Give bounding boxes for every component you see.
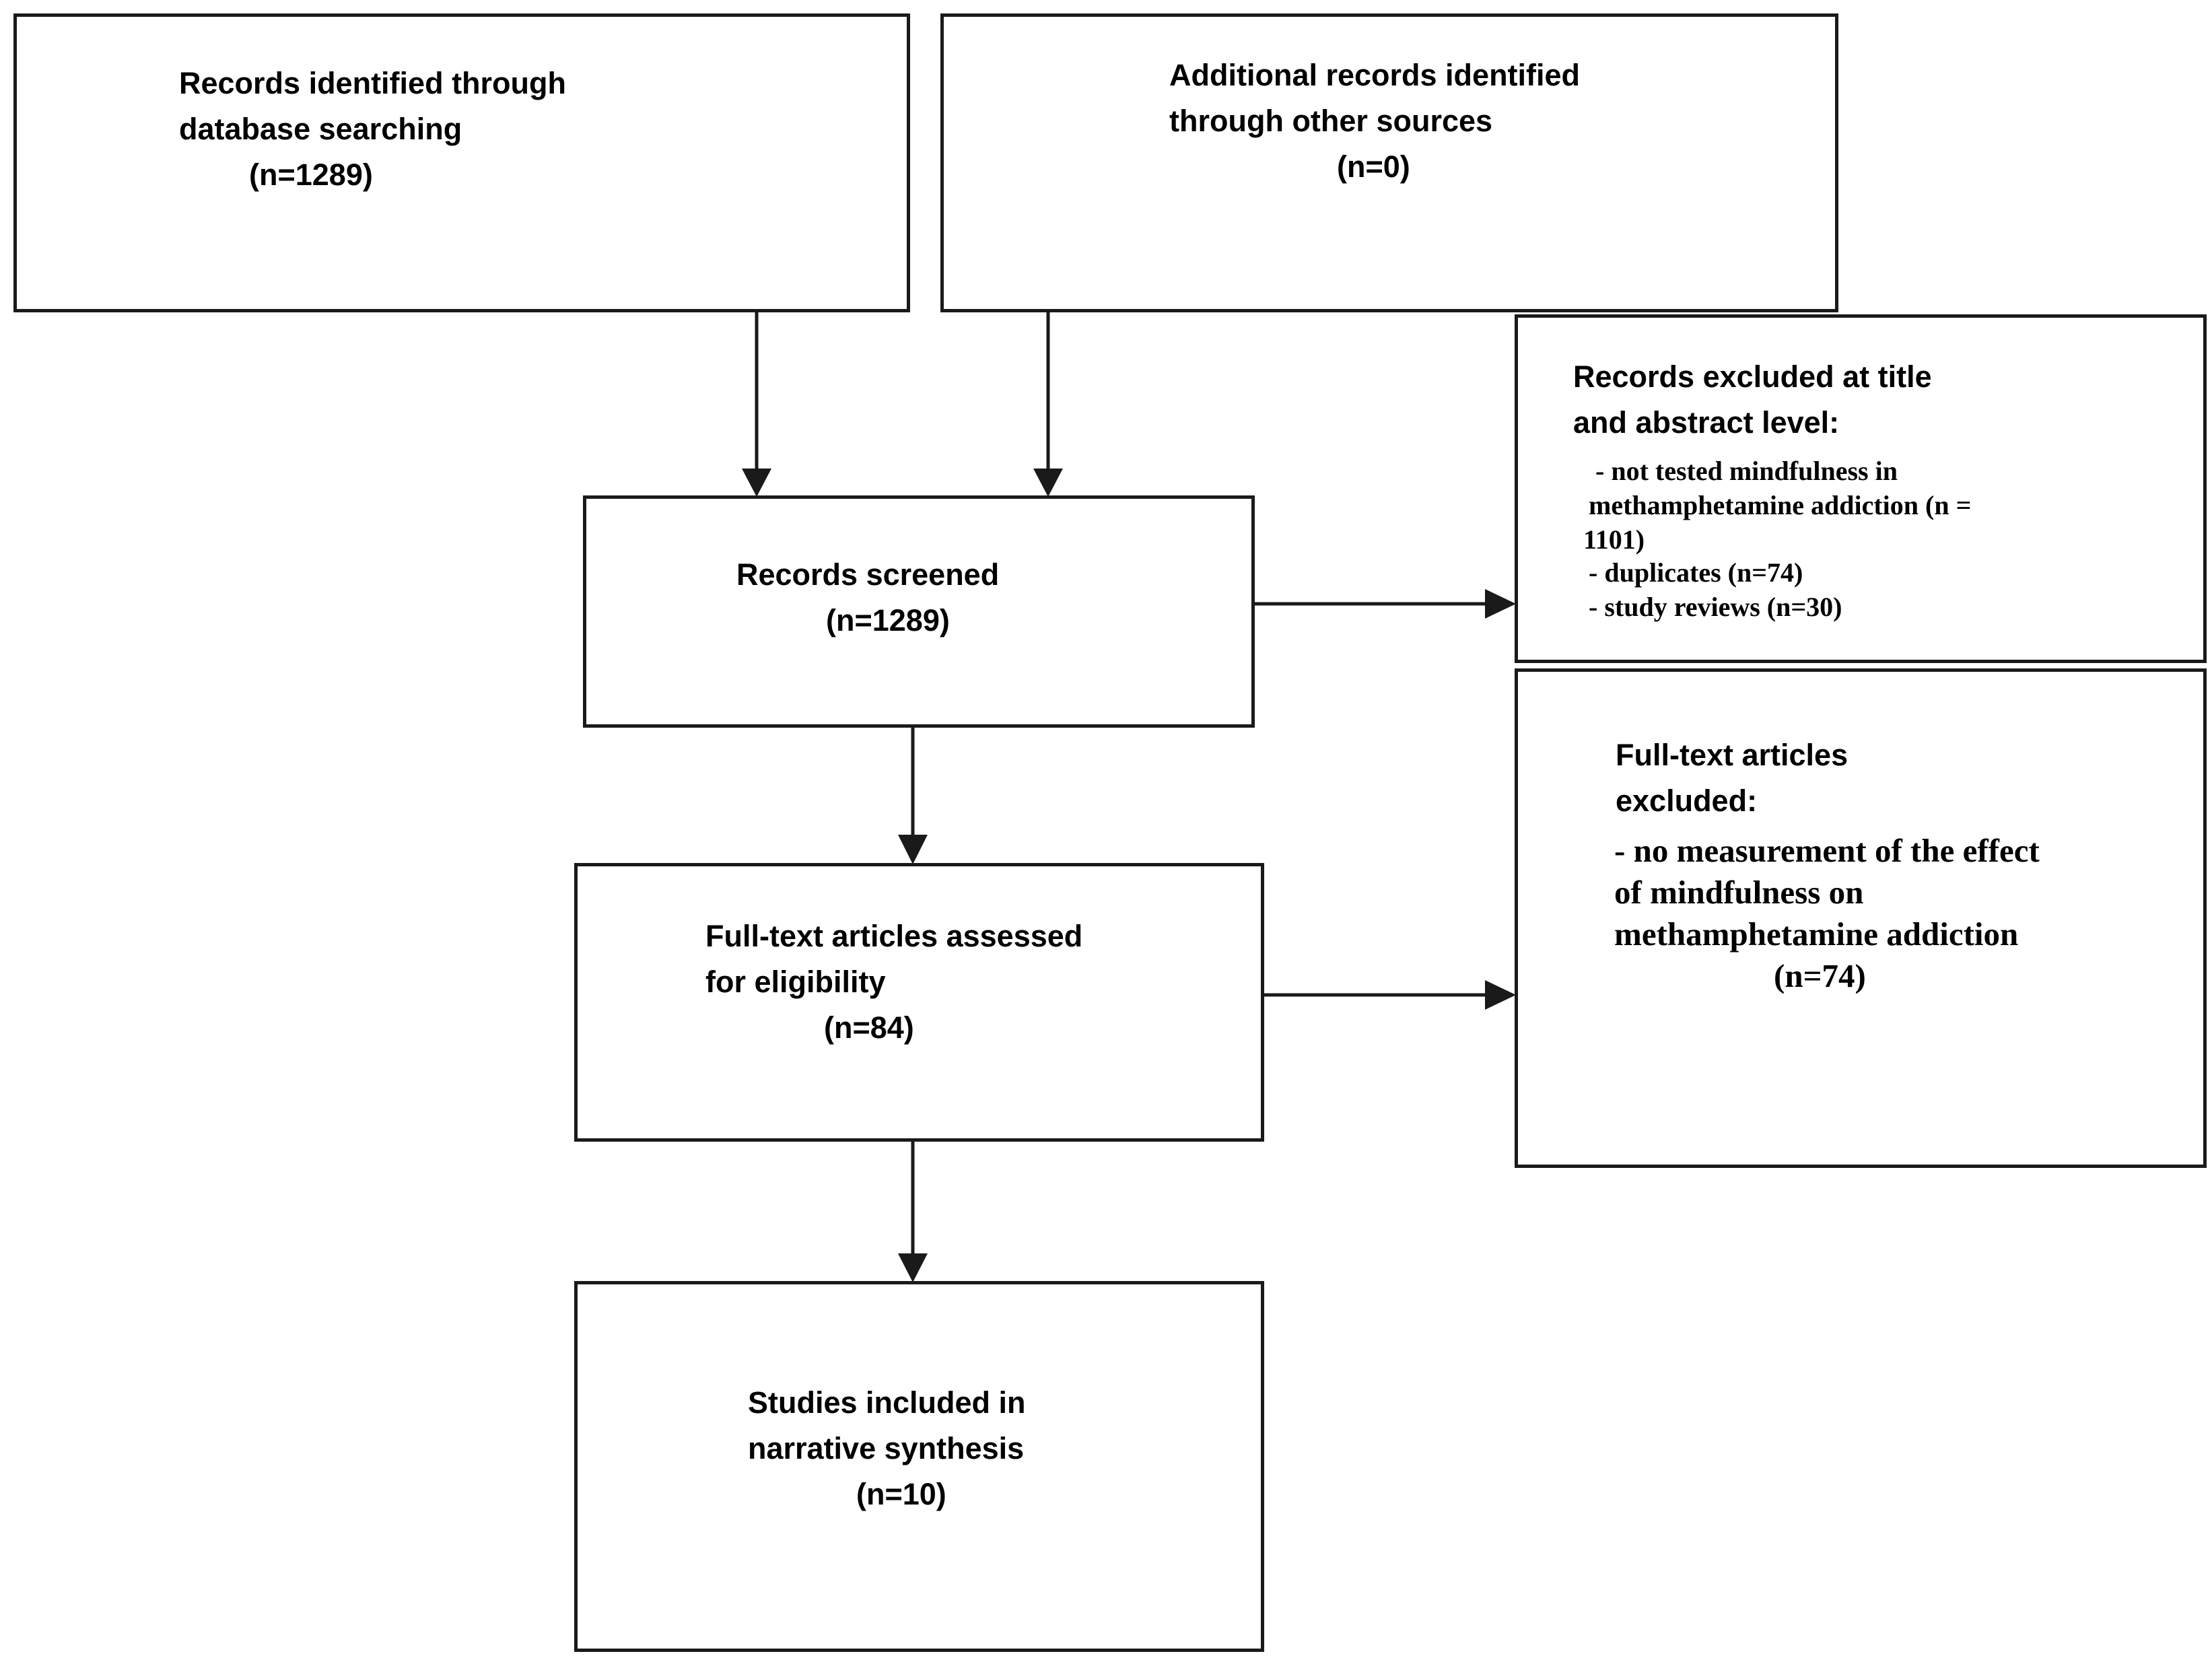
fulltext-excluded-item-1: - no measurement of the effect	[1614, 832, 2040, 869]
box-other-sources	[940, 13, 1838, 312]
other-sources-line-1: Additional records identified	[1169, 58, 1581, 92]
fulltext-excluded-heading-1: Full-text articles	[1616, 738, 1848, 772]
excluded-title-item-4: - duplicates (n=74)	[1589, 557, 1803, 588]
fulltext-assessed-line-1: Full-text articles assessed	[705, 919, 1083, 953]
records-screened-count: (n=1289)	[826, 603, 950, 637]
excluded-title-item-2: methamphetamine addiction (n =	[1589, 490, 1972, 520]
database-records-line-1: Records identified through	[179, 66, 567, 100]
other-sources-count: (n=0)	[1337, 149, 1410, 184]
arrowhead-assessed-included	[898, 1253, 928, 1282]
box-records-screened	[583, 495, 1255, 728]
arrowhead-screened-assessed	[898, 835, 928, 864]
fulltext-excluded-count: (n=74)	[1774, 957, 1866, 994]
database-records-line-2: database searching	[179, 112, 462, 146]
fulltext-assessed-line-2: for eligibility	[705, 965, 886, 999]
arrowhead-assessed-excluded	[1485, 980, 1516, 1010]
excluded-title-item-1: - not tested mindfulness in	[1595, 456, 1898, 486]
excluded-title-heading-2: and abstract level:	[1573, 405, 1840, 440]
box-fulltext-assessed	[574, 863, 1264, 1142]
studies-included-line-1: Studies included in	[748, 1385, 1026, 1420]
box-database-records	[13, 13, 910, 312]
arrowhead-database	[742, 469, 771, 497]
excluded-title-heading-1: Records excluded at title	[1573, 359, 1932, 394]
fulltext-excluded-heading-2: excluded:	[1616, 784, 1758, 818]
studies-included-count: (n=10)	[856, 1477, 946, 1511]
box-studies-included	[574, 1281, 1264, 1652]
box-fulltext-excluded	[1515, 668, 2207, 1168]
fulltext-assessed-count: (n=84)	[824, 1010, 914, 1045]
fulltext-excluded-item-3: methamphetamine addiction	[1614, 915, 2019, 953]
fulltext-excluded-item-2: of mindfulness on	[1614, 874, 1864, 911]
excluded-title-item-5: - study reviews (n=30)	[1589, 592, 1842, 622]
records-screened-label: Records screened	[736, 557, 1000, 592]
box-excluded-title-abstract	[1515, 314, 2207, 663]
studies-included-line-2: narrative synthesis	[748, 1431, 1025, 1465]
arrowhead-screened-excluded	[1485, 589, 1516, 619]
arrowhead-other	[1033, 469, 1063, 497]
excluded-title-item-3: 1101)	[1583, 524, 1645, 555]
other-sources-line-2: through other sources	[1169, 104, 1493, 138]
database-records-count: (n=1289)	[249, 158, 373, 192]
